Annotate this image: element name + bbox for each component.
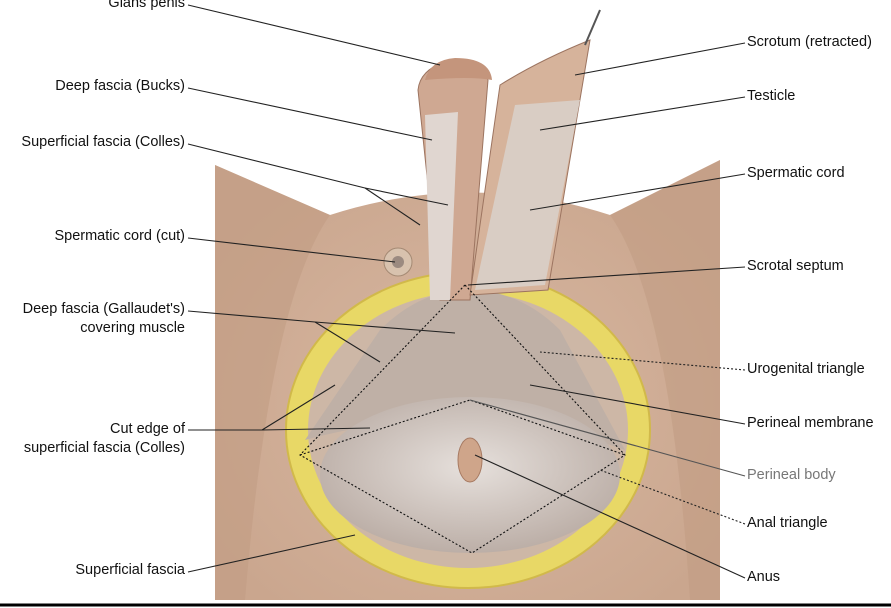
label-scrotum-retracted: Scrotum (retracted) — [747, 34, 872, 50]
leader-lines — [187, 4, 746, 579]
label-urogenital-triangle: Urogenital triangle — [747, 361, 865, 377]
label-superficial-fascia-colles: Superficial fascia (Colles) — [21, 134, 185, 150]
label-deep-fascia-bucks: Deep fascia (Bucks) — [55, 78, 185, 94]
label-testicle: Testicle — [747, 88, 796, 104]
label-perineal-membrane: Perineal membrane — [747, 415, 874, 431]
label-perineal-body: Perineal body — [747, 467, 836, 483]
testicle — [475, 100, 580, 290]
label-scrotal-septum: Scrotal septum — [747, 258, 844, 274]
glans — [425, 58, 492, 80]
label-line: Cut edge of — [110, 421, 185, 437]
label-spermatic-cord-cut: Spermatic cord (cut) — [54, 228, 185, 244]
label-cut-edge: Cut edge of superficial fascia (Colles) — [24, 420, 185, 458]
triangles-outline — [299, 284, 626, 554]
label-superficial-fascia: Superficial fascia — [75, 562, 185, 578]
label-spermatic-cord: Spermatic cord — [747, 165, 845, 181]
label-line: Deep fascia (Gallaudet's) — [22, 301, 185, 317]
anus — [457, 437, 483, 483]
label-line: superficial fascia (Colles) — [23, 440, 185, 456]
label-line: covering muscle — [80, 320, 185, 336]
label-deep-fascia-gallaudet: Deep fascia (Gallaudet's) covering muscle — [23, 300, 185, 338]
label-anal-triangle: Anal triangle — [747, 515, 828, 531]
thigh-shadow-left — [215, 165, 330, 600]
label-anus: Anus — [747, 569, 781, 585]
label-glans-penis: Glans penis — [108, 0, 185, 11]
